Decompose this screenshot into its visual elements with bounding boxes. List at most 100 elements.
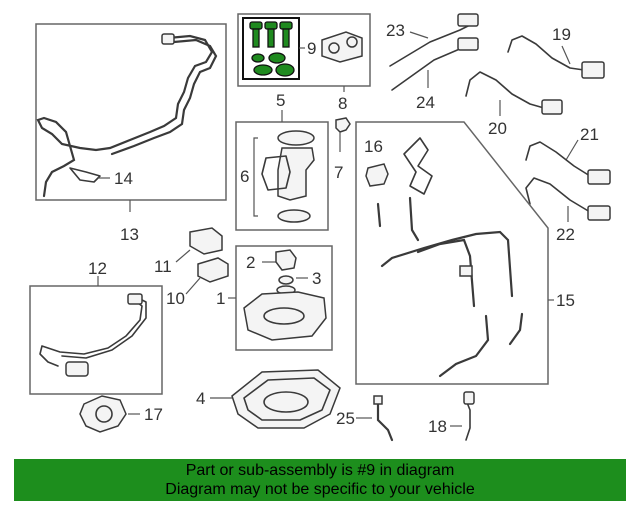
- line-clip-15: [459, 265, 473, 277]
- callout-9: 9: [307, 39, 316, 58]
- connector-11-10-group: 11 10: [154, 227, 229, 308]
- callout-3: 3: [312, 269, 321, 288]
- callout-23: 23: [386, 21, 405, 40]
- harness-wire-2: [61, 297, 147, 359]
- o-ring-icon: [253, 64, 273, 76]
- hose-d: [508, 312, 524, 346]
- callout-12: 12: [88, 259, 107, 278]
- bracket-16: [403, 137, 433, 195]
- tank-shield-rim: [243, 377, 331, 421]
- sensor-20-plug: [541, 99, 563, 115]
- harness-plug-end: [65, 361, 89, 377]
- callout-5: 5: [276, 91, 285, 110]
- tank-housing-opening: [263, 307, 305, 325]
- tank-shield-group: 4: [196, 369, 341, 429]
- sensor-23-24-group: 23 24: [386, 13, 479, 112]
- sensor-19-cable: [507, 35, 585, 71]
- tank-housing-1: [243, 291, 327, 341]
- rigid-line-1: [380, 230, 514, 298]
- harness-wire: [39, 299, 143, 367]
- hose-c: [438, 314, 490, 378]
- kit-9-group: 9 8: [237, 13, 371, 113]
- sensor-22-plug: [587, 205, 611, 221]
- grommet-icon: [275, 63, 295, 77]
- callout-16: 16: [364, 137, 383, 156]
- sensor-23-plug: [457, 13, 479, 27]
- leader-6: [253, 137, 258, 217]
- callout-18: 18: [428, 417, 447, 436]
- callout-7: 7: [334, 163, 343, 182]
- fitting-7-group: 7: [334, 117, 351, 182]
- sensor-16: [365, 163, 389, 187]
- hose-assembly-group: 16 15: [355, 121, 575, 385]
- fuel-pump-frame: [235, 121, 329, 231]
- line-clip-14: [69, 167, 101, 183]
- seal-ring-icon: [268, 52, 286, 64]
- callout-1: 1: [216, 289, 225, 308]
- sensor-18-body: [463, 391, 475, 405]
- washer-icon: [251, 53, 265, 63]
- valve-17: [79, 395, 127, 433]
- tank-unit-frame: [235, 245, 333, 351]
- sensor-22-cable: [525, 177, 591, 213]
- hose-b: [408, 196, 420, 242]
- callout-17: 17: [144, 405, 163, 424]
- callout-2: 2: [246, 253, 255, 272]
- fuel-pump-group: 5 6: [235, 91, 329, 231]
- sensor-21-plug: [587, 169, 611, 185]
- callout-19: 19: [552, 25, 571, 44]
- purge-valve-8: [321, 31, 363, 63]
- sensor-21-cable: [525, 141, 591, 177]
- hose-25-fitting: [373, 395, 383, 405]
- pump-seal: [277, 209, 311, 223]
- hose-a: [376, 202, 382, 228]
- tank-shield-center: [263, 391, 309, 413]
- sensor-19-20-group: 19 20: [465, 25, 605, 138]
- hose-25: [376, 398, 394, 442]
- fitting-7: [335, 117, 351, 133]
- harness-frame: [29, 285, 163, 395]
- leader-21: [565, 139, 579, 161]
- cap-2: [275, 249, 297, 271]
- sensor-18-group: 18: [428, 391, 475, 441]
- kit-9-outer-frame: [237, 13, 371, 87]
- callout-20: 20: [488, 119, 507, 138]
- callout-15: 15: [556, 291, 575, 310]
- leader-10: [185, 277, 201, 295]
- harness-plug-top: [127, 293, 143, 305]
- harness-group: 12: [29, 259, 163, 395]
- connector-10: [197, 257, 229, 283]
- leader-23: [409, 31, 429, 39]
- fuel-line-connector: [161, 33, 175, 45]
- sensor-21-22-group: 21 22: [525, 125, 611, 244]
- sensor-19-plug: [581, 61, 605, 79]
- callout-25: 25: [336, 409, 355, 428]
- fuel-line: [36, 34, 214, 198]
- leader-19: [561, 45, 571, 65]
- sensor-18: [465, 399, 471, 441]
- callout-6: 6: [240, 167, 249, 186]
- hose-25-group: 25: [336, 395, 394, 442]
- info-banner: Part or sub-assembly is #9 in diagram Di…: [14, 459, 626, 501]
- callout-8: 8: [338, 94, 347, 113]
- valve-17-group: 17: [79, 395, 163, 433]
- banner-line-2: Diagram may not be specific to your vehi…: [165, 481, 475, 498]
- bolt-icon-group: [249, 21, 293, 48]
- callout-10: 10: [166, 289, 185, 308]
- banner-line-1: Part or sub-assembly is #9 in diagram: [185, 462, 455, 479]
- callout-14: 14: [114, 169, 133, 188]
- callout-11: 11: [154, 257, 172, 276]
- valve-17-port: [95, 405, 113, 423]
- callout-13: 13: [120, 225, 139, 244]
- leader-11: [175, 249, 191, 263]
- parts-diagram: 14 13 9 8 5: [29, 13, 611, 442]
- callout-22: 22: [556, 225, 575, 244]
- callout-21: 21: [580, 125, 599, 144]
- callout-24: 24: [416, 93, 435, 112]
- sensor-24-plug: [457, 37, 479, 51]
- pump-module: [261, 155, 291, 191]
- tank-unit-group: 2 3 1: [216, 245, 333, 351]
- fuel-line-group: 14 13: [35, 23, 227, 244]
- spring-3: [278, 275, 294, 285]
- fuel-line-parallel: [110, 38, 218, 156]
